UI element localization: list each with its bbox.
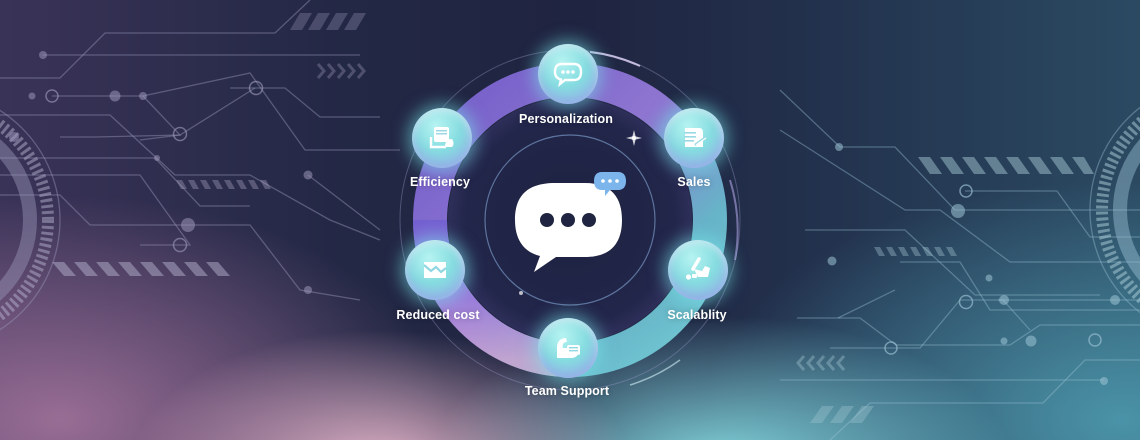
node-personalization[interactable] <box>538 44 598 104</box>
document-edit-icon <box>429 127 454 149</box>
hand-support-icon <box>557 338 580 358</box>
label-efficiency: Efficiency <box>409 175 471 189</box>
label-personalization: Personalization <box>519 112 613 126</box>
node-team-support[interactable] <box>538 318 598 378</box>
chat-bubble-icon <box>553 62 583 88</box>
label-scalability: Scalablity <box>667 308 727 322</box>
document-sign-icon <box>684 128 707 147</box>
label-sales: Sales <box>677 175 711 189</box>
label-reduced-cost: Reduced cost <box>396 308 480 322</box>
node-efficiency[interactable] <box>412 108 472 168</box>
scale-check-icon <box>685 257 710 280</box>
small-chat-icon <box>594 172 626 196</box>
node-sales[interactable] <box>664 108 724 168</box>
node-reduced-cost[interactable] <box>405 240 465 300</box>
node-scalability[interactable] <box>668 240 728 300</box>
chart-envelope-icon <box>423 262 447 278</box>
label-team-support: Team Support <box>524 384 610 398</box>
center-chat-icon <box>510 168 630 278</box>
